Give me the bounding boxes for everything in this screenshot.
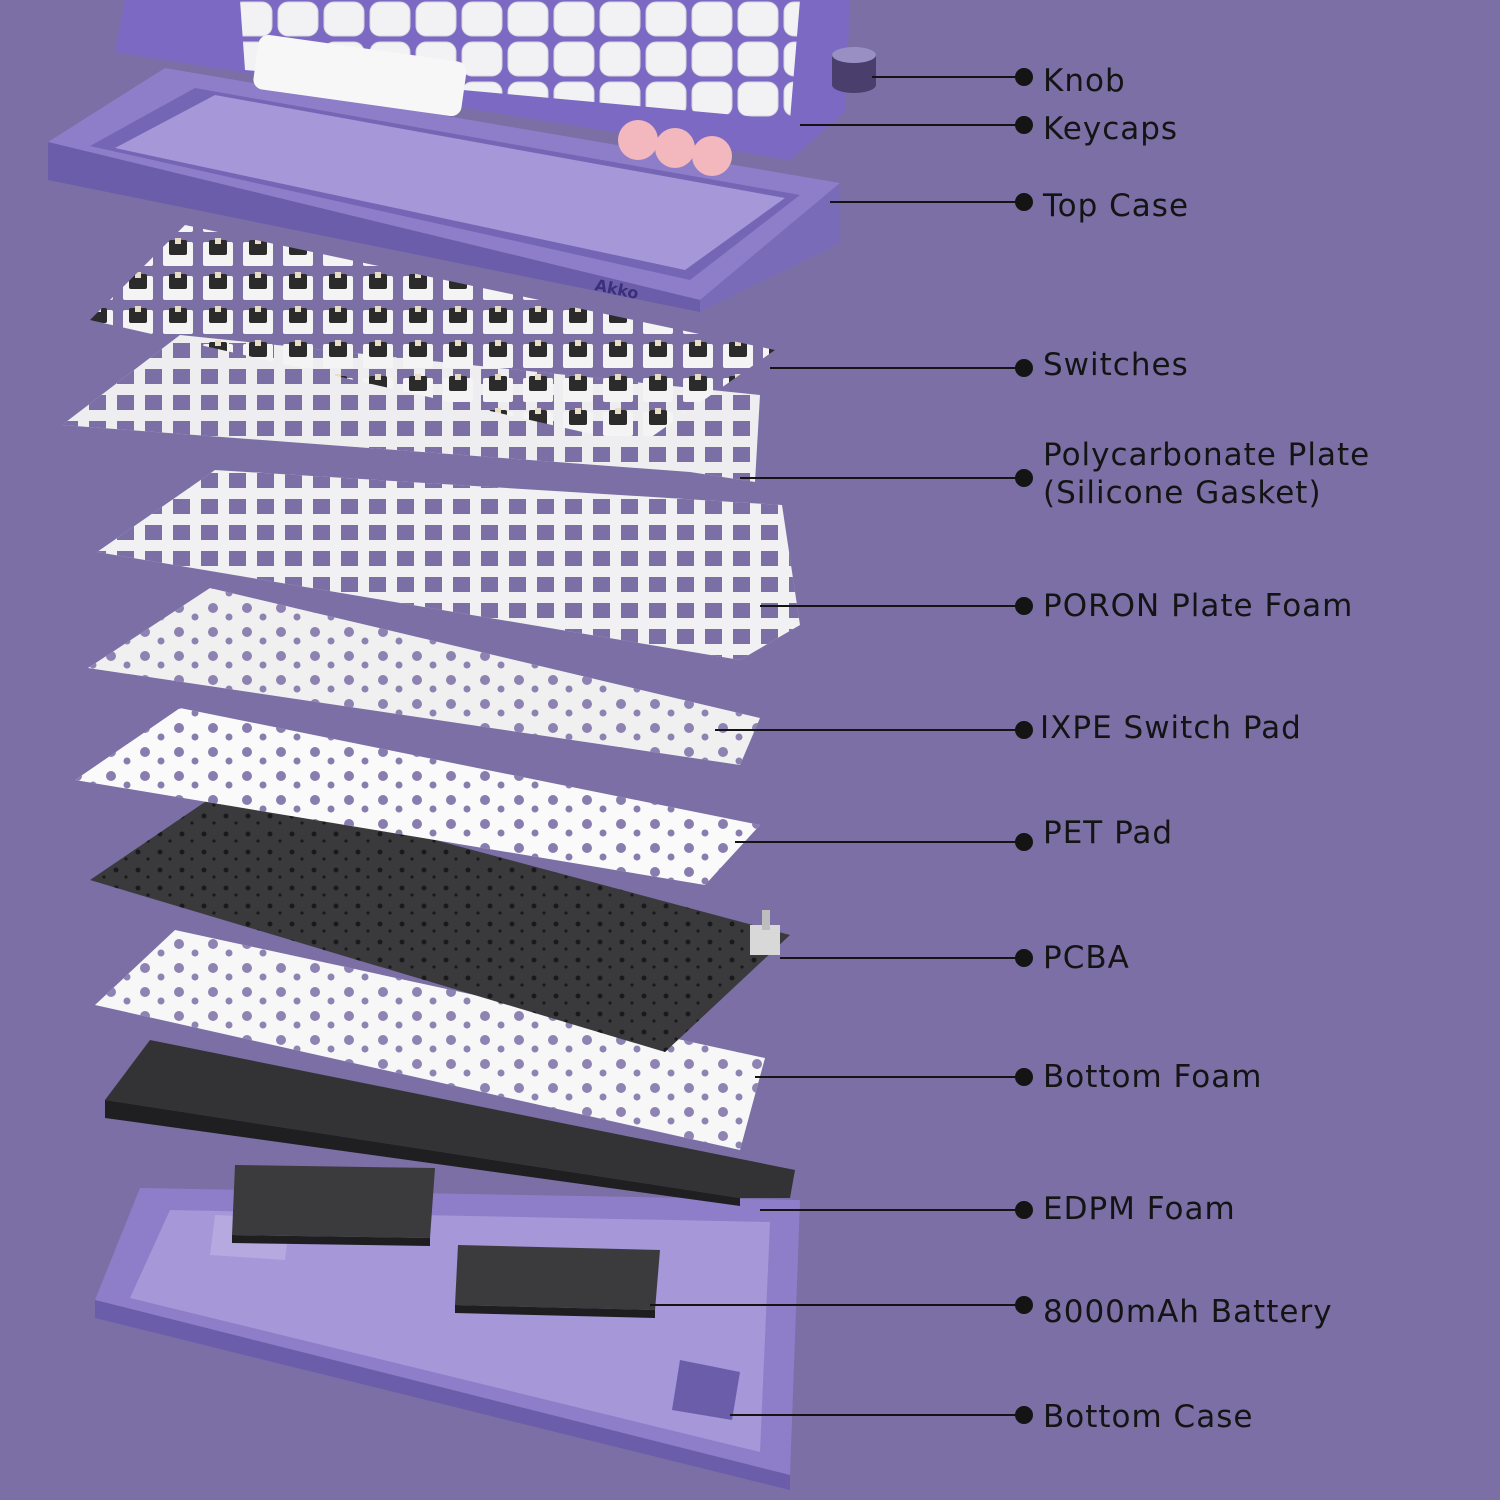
polycarbonate-plate-part	[62, 335, 760, 482]
leader-dot-poron-plate-foam	[1015, 597, 1033, 615]
label-bottom-case: Bottom Case	[1043, 1399, 1254, 1435]
bottom-case-part	[95, 1188, 800, 1490]
label-battery: 8000mAh Battery	[1043, 1294, 1333, 1330]
top-case-part: Akko	[48, 68, 840, 312]
leader-dot-bottom-case	[1015, 1406, 1033, 1424]
label-silicone-gasket: (Silicone Gasket)	[1043, 475, 1322, 511]
label-knob: Knob	[1043, 63, 1126, 99]
pet-pad-part	[75, 708, 760, 885]
ixpe-switch-pad-part	[88, 588, 760, 765]
leader-dot-ixpe-switch-pad	[1015, 721, 1033, 739]
edpm-foam-part	[105, 1040, 795, 1206]
poron-plate-foam-part	[97, 470, 800, 660]
label-ixpe-switch-pad: IXPE Switch Pad	[1040, 710, 1302, 746]
pcba-part	[90, 785, 790, 1052]
leader-dot-bottom-foam	[1015, 1068, 1033, 1086]
leader-dot-pcba	[1015, 949, 1033, 967]
label-edpm-foam: EDPM Foam	[1043, 1191, 1236, 1227]
leader-dot-pet-pad	[1015, 833, 1033, 851]
keycaps-part	[115, 0, 850, 176]
leader-dot-battery	[1015, 1296, 1033, 1314]
bottom-foam-part	[95, 930, 765, 1150]
callout-lines	[650, 68, 1033, 1424]
label-pet-pad: PET Pad	[1043, 815, 1174, 851]
label-pcba: PCBA	[1043, 940, 1130, 976]
label-bottom-foam: Bottom Foam	[1043, 1059, 1263, 1095]
leader-dot-top-case	[1015, 193, 1033, 211]
label-polycarbonate-plate: Polycarbonate Plate	[1043, 437, 1371, 473]
label-switches: Switches	[1043, 347, 1189, 383]
label-keycaps: Keycaps	[1043, 111, 1179, 147]
knob-part	[832, 47, 876, 93]
switches-part	[90, 225, 775, 445]
leader-dot-polycarbonate-plate	[1015, 469, 1033, 487]
leader-dot-knob	[1015, 68, 1033, 86]
leader-dot-keycaps	[1015, 116, 1033, 134]
leader-dot-switches	[1015, 359, 1033, 377]
label-top-case: Top Case	[1043, 188, 1190, 224]
leader-dot-edpm-foam	[1015, 1201, 1033, 1219]
battery-part	[232, 1165, 660, 1318]
label-poron-plate-foam: PORON Plate Foam	[1043, 588, 1354, 624]
